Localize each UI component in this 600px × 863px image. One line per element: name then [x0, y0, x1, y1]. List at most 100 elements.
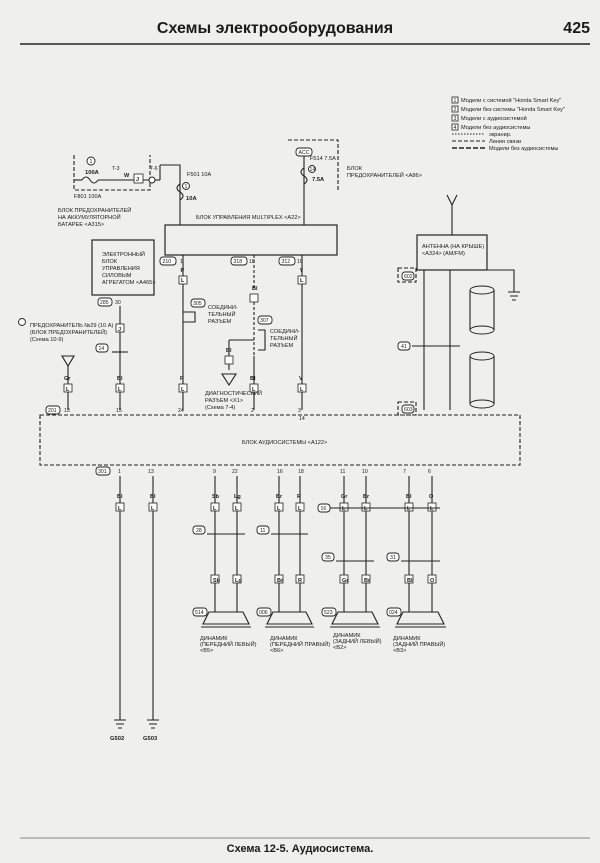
- connector-code-box: [317, 503, 331, 513]
- wire-color: Br: [277, 578, 284, 584]
- wire-color: L: [66, 387, 70, 393]
- speaker-symbol: [396, 611, 445, 625]
- wire-color: Bl: [117, 376, 123, 382]
- ground-label: G502: [110, 736, 124, 742]
- audio-top-pin: 2: [251, 408, 254, 414]
- page-number: 425: [563, 20, 590, 37]
- legend-line-text: Модели без аудиосистемы: [489, 146, 558, 152]
- ground-label: G503: [143, 736, 158, 742]
- wire-color: L: [342, 506, 346, 512]
- audio-bottom-pin: 10: [362, 469, 368, 475]
- speaker-code-box: [386, 607, 402, 617]
- speaker-fl-label-1: ДИНАМИК: [200, 636, 228, 642]
- splice-dot: [148, 176, 156, 184]
- mux-pin: 1: [180, 259, 183, 265]
- wire-color: L: [118, 387, 122, 393]
- wire-color-box: [133, 173, 144, 184]
- antenna-label-1: АНТЕННА (НА КРЫШЕ): [422, 244, 484, 250]
- ecu-label-1: ЭЛЕКТРОННЫЙ: [102, 250, 145, 258]
- connector-code: 14: [99, 346, 105, 352]
- fuse-symbol: [300, 167, 308, 185]
- legend-num-box: [451, 105, 459, 113]
- wire-color-box: [427, 574, 437, 584]
- fuse-num: 1: [185, 184, 188, 190]
- connector-305: 305 СОЕДИНИ- ТЕЛЬНЫЙ РАЗЪЕМ: [183, 298, 238, 325]
- wire-color: L: [181, 387, 185, 393]
- wire-color: Br: [364, 578, 371, 584]
- connector-code: 305: [193, 301, 202, 307]
- a86-label-1: БЛОК: [347, 166, 363, 172]
- connector-code-box: [386, 552, 400, 562]
- legend-num: 3: [454, 116, 457, 122]
- wire-color: Bl: [406, 494, 412, 500]
- terminal-label: T-6: [150, 166, 158, 172]
- wire-color: V: [299, 376, 303, 382]
- wire-color: Gr: [342, 578, 349, 584]
- a86-label-2: ПРЕДОХРАНИТЕЛЕЙ <A86>: [347, 171, 422, 179]
- mux-code: 312: [282, 259, 291, 265]
- mux-pin: 10: [297, 259, 303, 265]
- speaker-code: 523: [324, 610, 333, 616]
- connector-label-3: РАЗЪЕМ: [270, 343, 294, 349]
- connector-code: 31: [390, 555, 396, 561]
- wire-color: L: [151, 506, 155, 512]
- multiplex-label: БЛОК УПРАВЛЕНИЯ MULTIPLEX <A22>: [196, 215, 301, 221]
- page-header-title: Схемы электрооборудования: [156, 20, 394, 37]
- diag-label-2: РАЗЪЕМ <X1>: [205, 398, 243, 404]
- audio-unit-label: БЛОК АУДИОСИСТЕМЫ <A122>: [242, 440, 327, 446]
- audio-bottom-pin: 11: [340, 469, 345, 475]
- connector-label-2: ТЕЛЬНЫЙ: [270, 334, 298, 342]
- audio-top-pin: 14: [299, 416, 305, 422]
- audio-unit: БЛОК АУДИОСИСТЕМЫ <A122> 201 13 15 24 2 …: [39, 405, 521, 476]
- connector-code: 35: [325, 555, 331, 561]
- audio-top-pin: 24: [178, 408, 184, 414]
- connector-code: 602: [404, 274, 413, 280]
- antenna-outline: [416, 234, 488, 271]
- audio-bottom-pin: 16: [277, 469, 283, 475]
- fuse29-label-3: (Схема 10-9): [30, 337, 63, 343]
- antenna-label-2: <A324> (AM/FM): [422, 251, 465, 257]
- battery-box-label-1: БЛОК ПРЕДОХРАНИТЕЛЕЙ: [58, 206, 131, 214]
- wire-color: Bl: [250, 376, 256, 382]
- speaker-fr-label-3: <B6>: [270, 648, 283, 654]
- legend-num-box: [451, 96, 459, 104]
- battery-box-outline: [73, 155, 151, 191]
- fuse-rating: 7.5A: [312, 177, 325, 183]
- diag-connector: Bl ДИАГНОСТИЧЕСКИЙ РАЗЪЕМ <X1> (Схема 7-…: [205, 339, 262, 411]
- wire-color: Gr: [341, 494, 348, 500]
- wire-color: Bl: [407, 578, 413, 584]
- speaker-rl-label-2: (ЗАДНИЙ ЛЕВЫЙ): [333, 637, 382, 645]
- mux-pin: 18: [249, 259, 255, 265]
- wire-color-box: [427, 502, 437, 512]
- ecu-label-5: АГРЕГАТОМ <A465>: [102, 280, 156, 286]
- speaker-wiring: SbLSbSbLgLLgLg28514BrLBrBrRLRR11006GrLGr…: [192, 476, 446, 628]
- wire-color-box: [274, 574, 284, 584]
- wire-color: L: [118, 506, 122, 512]
- wire-color: Bl: [150, 494, 156, 500]
- wire-color: O: [429, 494, 434, 500]
- wire-color: J: [118, 327, 121, 333]
- legend-line-text: Линия связи: [489, 139, 521, 145]
- acc-label: ACC: [299, 150, 310, 156]
- speaker-code: 024: [389, 610, 398, 616]
- audio-bottom-pin: 7: [403, 469, 406, 475]
- ecu-label-2: БЛОК: [102, 259, 118, 265]
- speaker-labels: ДИНАМИК (ПЕРЕДНИЙ ЛЕВЫЙ) <B5> ДИНАМИК (П…: [200, 633, 445, 654]
- multiplex-box: БЛОК УПРАВЛЕНИЯ MULTIPLEX <A22> 210 318 …: [159, 215, 338, 266]
- wire-color: P: [180, 376, 184, 382]
- audio-bottom-pin: 6: [428, 469, 431, 475]
- wire-color: Br: [276, 494, 283, 500]
- speaker-rl-label-1: ДИНАМИК: [333, 633, 361, 639]
- wire-color-box: [210, 574, 220, 584]
- fuse-rating: 10A: [186, 196, 197, 202]
- audio-bottom-pin: 1: [118, 469, 121, 475]
- legend-num-box: [451, 123, 459, 131]
- connector-code: 307: [260, 318, 269, 324]
- wire-color: L: [252, 387, 256, 393]
- connector-code: 11: [260, 528, 265, 534]
- wire-color-box: [361, 502, 371, 512]
- connector-label-1: СОЕДИНИ-: [208, 305, 238, 311]
- wire-color: J: [136, 177, 139, 183]
